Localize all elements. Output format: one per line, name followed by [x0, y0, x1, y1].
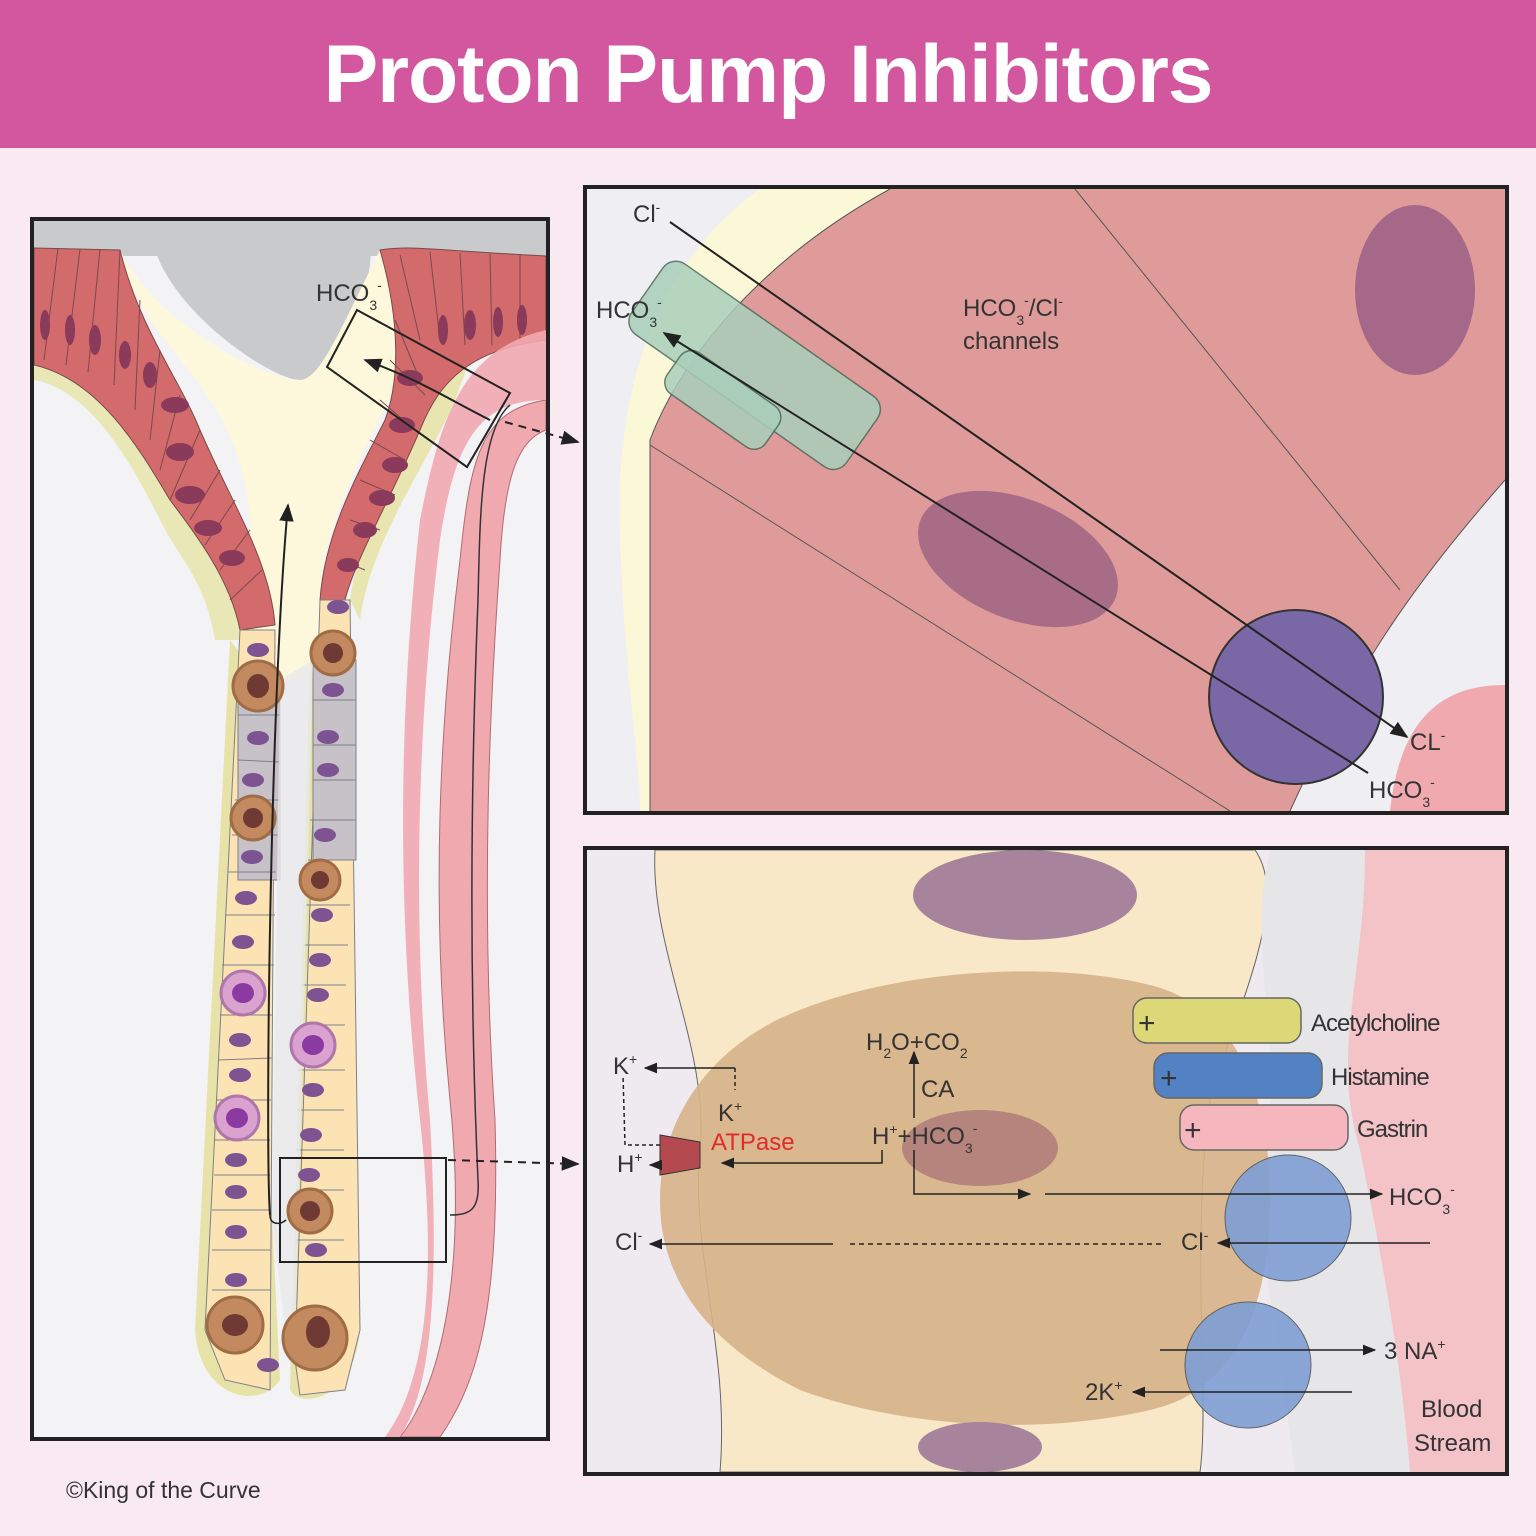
blood-label: Blood [1421, 1396, 1482, 1423]
gastric-lumen [150, 221, 372, 380]
cl-hco3-exchanger [1224, 1154, 1352, 1282]
parietal-cell-body [660, 971, 1270, 1425]
svg-text:HCO3-: HCO3- [1369, 774, 1435, 810]
nucleus [1355, 205, 1475, 375]
svg-text:+: + [1138, 1007, 1156, 1040]
na-label: 3 NA+ [1384, 1336, 1446, 1365]
svg-text:Cl-: Cl- [1181, 1227, 1209, 1256]
histamine-receptor [1153, 1052, 1323, 1099]
zoom-box-parietal [279, 1157, 447, 1263]
gastrin-receptor [1179, 1104, 1349, 1151]
svg-text:K+: K+ [718, 1098, 742, 1127]
svg-text:channels: channels [963, 328, 1059, 355]
exchanger-circle [1208, 609, 1384, 785]
surface-cell-panel: Cl- HCO3- HCO3-/Cl- channels CL- HCO3- [583, 185, 1509, 815]
svg-text:Stream: Stream [1414, 1430, 1491, 1457]
secretion-arrow [267, 503, 294, 1216]
h-k-atpase-icon [659, 1134, 701, 1176]
copyright-credit: ©King of the Curve [66, 1477, 261, 1503]
svg-text:HCO3-/Cl-: HCO3-/Cl- [963, 292, 1063, 328]
svg-text:HCO3-: HCO3- [1389, 1181, 1455, 1217]
svg-text:+: + [1160, 1062, 1178, 1095]
histamine-label: Histamine [1331, 1064, 1429, 1091]
atpase-label: ATPase [711, 1129, 795, 1156]
parietal-cell-panel: K+ K+ ATPase H+ H2O+CO2 CA H++HCO3- HCO3… [583, 846, 1509, 1476]
svg-text:CA: CA [921, 1076, 954, 1103]
svg-text:Cl-: Cl- [633, 199, 661, 228]
left-hco3-label: HCO3- [316, 277, 382, 313]
page-title: Proton Pump Inhibitors [323, 29, 1213, 120]
svg-text:CL-: CL- [1410, 727, 1446, 756]
chief-cell [231, 659, 285, 713]
title-banner [0, 0, 1536, 148]
svg-text:H+: H+ [617, 1149, 643, 1178]
h2o-co2-label: H2O+CO2 [866, 1029, 968, 1061]
nucleus [913, 850, 1137, 940]
svg-text:K+: K+ [613, 1051, 637, 1080]
gastric-gland-panel: HCO3- [30, 217, 550, 1441]
zoom-box-surface [325, 308, 512, 469]
svg-text:+: + [1184, 1114, 1202, 1147]
blood-vessel [399, 399, 546, 1437]
na-k-pump [1184, 1301, 1312, 1429]
acetylcholine-receptor [1132, 997, 1302, 1044]
nucleus [918, 490, 1118, 628]
svg-text:HCO3-: HCO3- [596, 294, 662, 330]
acetylcholine-label: Acetylcholine [1311, 1010, 1440, 1037]
gastrin-label: Gastrin [1357, 1116, 1427, 1143]
svg-text:Cl-: Cl- [615, 1227, 643, 1256]
